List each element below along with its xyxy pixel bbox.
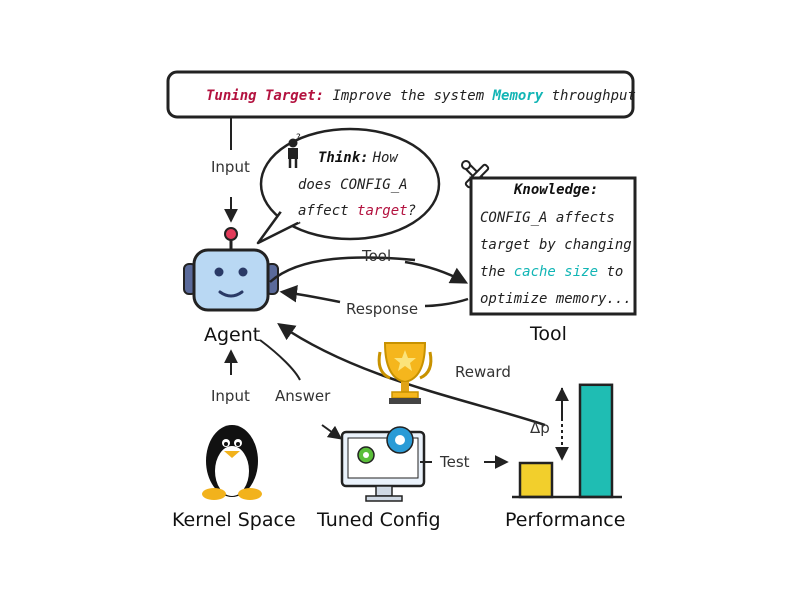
thinker-icon: ? <box>288 133 301 168</box>
agent-label: Agent <box>204 324 260 346</box>
performance-chart <box>512 383 622 499</box>
tuned-config-label: Tuned Config <box>316 509 441 531</box>
penguin-icon <box>202 425 262 500</box>
bar-tuned <box>578 383 614 499</box>
input-bottom-label: Input <box>211 387 250 405</box>
kernel-space-label: Kernel Space <box>172 509 296 531</box>
response-arrow-label: Response <box>346 300 418 318</box>
think-bubble <box>256 127 441 245</box>
tool-arrow-label: Tool <box>361 247 391 265</box>
svg-text:?: ? <box>296 133 301 143</box>
robot-icon <box>183 227 279 312</box>
performance-label: Performance <box>505 509 625 531</box>
delta-p-label: Δp <box>530 419 550 437</box>
think-text: Think:How does CONFIG_A affect target? <box>298 150 416 219</box>
knowledge-box <box>469 176 637 316</box>
test-label: Test <box>439 453 470 471</box>
answer-label: Answer <box>275 387 331 405</box>
monitor-gears-icon <box>340 426 426 502</box>
input-top-label: Input <box>211 158 250 176</box>
trophy-icon <box>377 342 433 404</box>
bar-baseline <box>518 461 554 499</box>
knowledge-text: Knowledge: CONFIG_A affects target by ch… <box>480 182 640 307</box>
reward-label: Reward <box>455 363 511 381</box>
tuning-target-box <box>166 70 635 119</box>
tuning-target-text: Tuning Target: Improve the system Memory… <box>206 88 636 104</box>
tool-title: Tool <box>529 323 567 345</box>
